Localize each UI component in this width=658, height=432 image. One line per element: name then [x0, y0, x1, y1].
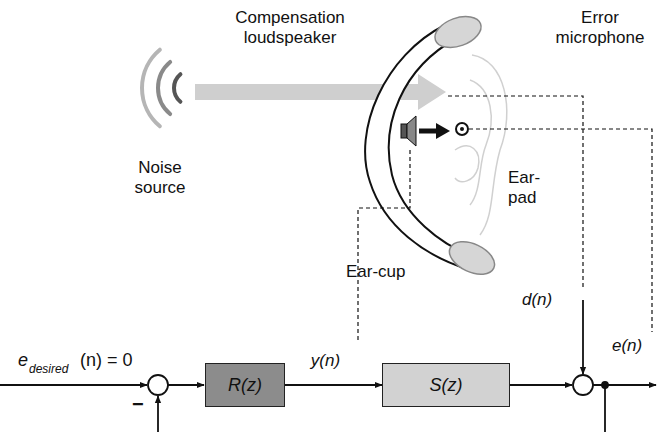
ear-cup-shell [365, 25, 480, 270]
signal-name: d(n) [522, 290, 562, 310]
wave-arc [158, 62, 170, 114]
signal-name: e(n) [612, 336, 652, 356]
wave-arc [142, 50, 160, 127]
signal-name: (n) = 0 [80, 350, 150, 371]
part-name: Compensation loudspeaker [220, 8, 360, 47]
dashed-wires [358, 96, 652, 340]
part-name: Noise source [120, 158, 200, 197]
block-wires [0, 300, 656, 432]
microphone-symbol [456, 123, 468, 135]
sign-label: − [132, 393, 148, 416]
ear-outline [455, 55, 507, 235]
block-label: S(z) [430, 375, 463, 396]
ear-pad-bottom [444, 235, 499, 281]
signal-connector [285, 384, 382, 386]
sound-waves [142, 50, 180, 127]
ear-pad-top [431, 11, 486, 54]
loudspeaker-symbol [401, 116, 450, 146]
part-name: Ear-cup [346, 262, 416, 282]
block-label: R(z) [228, 375, 262, 396]
wave-arc [174, 74, 180, 102]
transfer-block: R(z) [205, 363, 285, 407]
part-name: Error microphone [545, 8, 655, 47]
signal-name: y(n) [311, 351, 340, 371]
signal-subscript: desired [29, 363, 83, 377]
part-name: Ear- pad [508, 168, 548, 207]
transfer-block: S(z) [382, 363, 510, 407]
